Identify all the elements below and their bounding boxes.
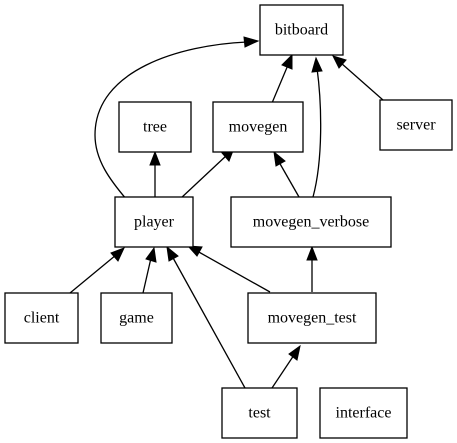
arrowhead-client-player <box>110 247 125 262</box>
edge-movegen-bitboard <box>271 64 289 104</box>
node-game: game <box>100 292 173 344</box>
edge-player-bitboard <box>94 41 248 201</box>
node-label-movegen_test: movegen_test <box>268 310 357 327</box>
arrowhead-server-bitboard <box>332 55 347 69</box>
node-server: server <box>379 99 453 151</box>
node-label-interface: interface <box>336 405 392 422</box>
arrowhead-test-movegen_test <box>288 344 301 361</box>
edge-movegen_verbose-movegen <box>278 161 300 198</box>
node-label-test: test <box>248 405 271 422</box>
node-client: client <box>4 292 79 344</box>
edge-movegen_test-player <box>196 250 271 293</box>
edge-game-player <box>142 257 152 294</box>
edge-test-movegen_test <box>271 354 295 389</box>
arrowhead-movegen_verbose-bitboard <box>311 56 323 73</box>
nodes: bitboard tree movegen server player move… <box>4 4 453 439</box>
arrowhead-movegen_verbose-movegen <box>273 150 286 167</box>
edge-client-player <box>69 254 117 294</box>
arrowhead-player-bitboard <box>243 36 260 48</box>
edge-server-bitboard <box>340 62 384 101</box>
node-movegen_test: movegen_test <box>247 292 377 344</box>
edge-movegen_verbose-bitboard <box>312 67 322 198</box>
node-label-tree: tree <box>143 119 167 136</box>
arrowhead-player-tree <box>149 150 161 166</box>
arrowhead-game-player <box>145 246 157 263</box>
node-label-movegen: movegen <box>229 119 288 136</box>
node-label-game: game <box>119 310 154 327</box>
edges <box>69 36 384 389</box>
edge-player-movegen <box>179 154 228 200</box>
node-label-movegen_verbose: movegen_verbose <box>253 214 369 231</box>
arrowhead-movegen-bitboard <box>281 53 293 70</box>
node-movegen: movegen <box>212 101 304 153</box>
node-bitboard: bitboard <box>259 4 344 56</box>
node-movegen_verbose: movegen_verbose <box>230 196 392 248</box>
node-label-bitboard: bitboard <box>275 22 328 39</box>
edge-test-player <box>171 255 246 389</box>
node-label-client: client <box>24 310 60 327</box>
node-test: test <box>221 387 298 439</box>
arrowhead-movegen_test-movegen_verbose <box>306 245 318 261</box>
arrowhead-movegen_test-player <box>186 245 203 257</box>
node-player: player <box>114 196 194 248</box>
arrowhead-test-player <box>166 245 179 262</box>
node-label-server: server <box>396 117 436 134</box>
node-tree: tree <box>118 101 192 153</box>
node-label-player: player <box>134 214 175 231</box>
node-interface: interface <box>319 387 408 439</box>
